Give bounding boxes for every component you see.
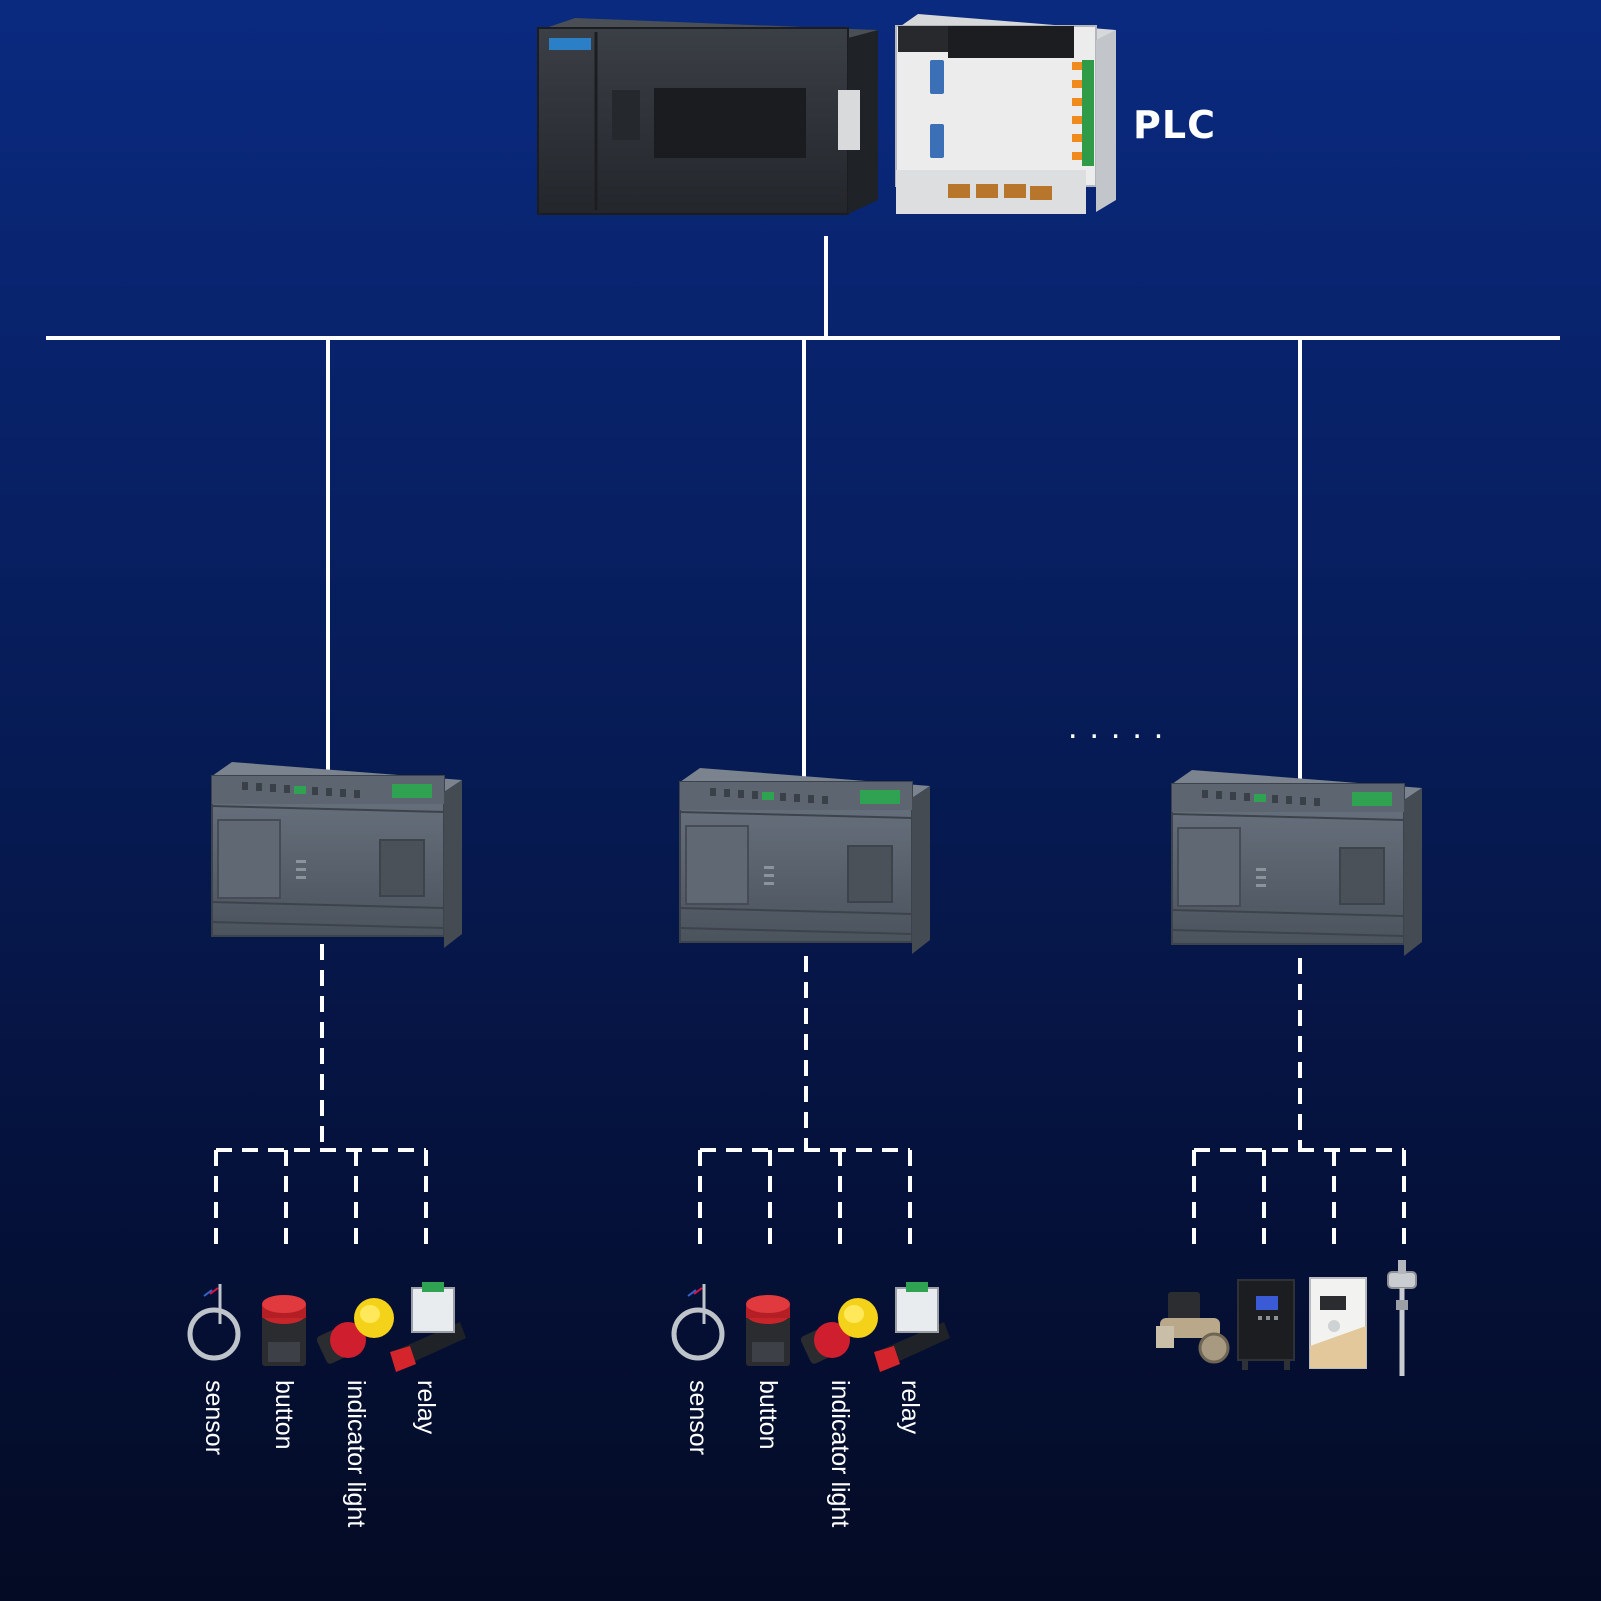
device-label-relay: relay bbox=[896, 1380, 924, 1435]
io-wiring bbox=[214, 944, 1406, 1252]
secondary-plc-device bbox=[895, 14, 1116, 214]
indicator-light-icon bbox=[315, 1298, 394, 1366]
solenoid-valve-icon bbox=[1156, 1292, 1230, 1364]
io-module-3 bbox=[1171, 769, 1423, 957]
relay-icon bbox=[389, 1281, 467, 1373]
io-module-2 bbox=[679, 767, 931, 955]
device-label-relay: relay bbox=[412, 1380, 440, 1435]
thermocouple-icon bbox=[1387, 1260, 1417, 1376]
network-bus bbox=[46, 236, 1560, 780]
device-label-button: button bbox=[270, 1380, 298, 1450]
sensor-icon bbox=[190, 1284, 238, 1358]
device-label-sensor: sensor bbox=[684, 1380, 712, 1456]
io-module-1 bbox=[211, 761, 463, 949]
plc-label: PLC bbox=[1133, 103, 1216, 147]
device-label-indicator-light: indicator light bbox=[826, 1380, 854, 1528]
main-plc-device bbox=[537, 18, 878, 215]
device-label-button: button bbox=[754, 1380, 782, 1450]
push-button-icon bbox=[746, 1295, 790, 1366]
soft-starter-icon bbox=[1237, 1279, 1295, 1370]
push-button-icon bbox=[262, 1295, 306, 1366]
more-ellipsis: ..... bbox=[1068, 708, 1176, 746]
device-label-indicator-light: indicator light bbox=[342, 1380, 370, 1528]
sensor-icon bbox=[674, 1284, 722, 1358]
device-label-sensor: sensor bbox=[200, 1380, 228, 1456]
inverter-icon bbox=[1309, 1277, 1367, 1369]
relay-icon bbox=[873, 1281, 951, 1373]
indicator-light-icon bbox=[799, 1298, 878, 1366]
